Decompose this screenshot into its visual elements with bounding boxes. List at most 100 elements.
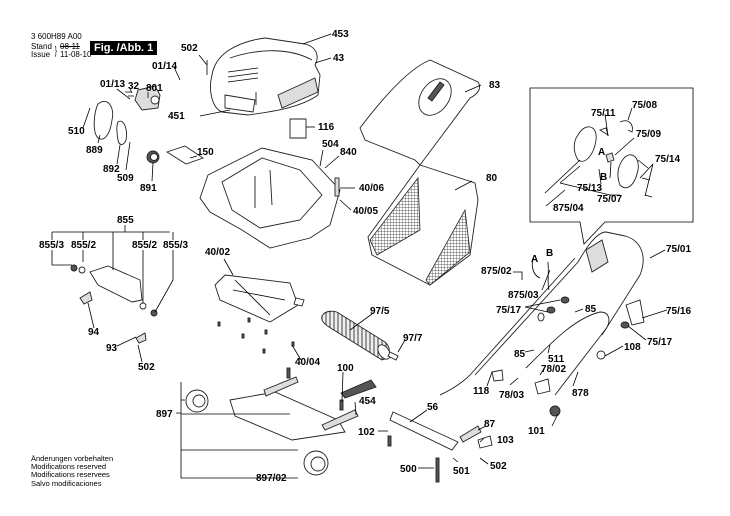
callout: 453 bbox=[332, 29, 349, 40]
footer-notes: Änderungen vorbehalten Modifications res… bbox=[31, 454, 114, 488]
callout: 103 bbox=[497, 435, 514, 446]
axle-part bbox=[387, 411, 493, 483]
leader-lines bbox=[51, 33, 668, 479]
callout: 102 bbox=[358, 427, 375, 438]
callout: 93 bbox=[106, 343, 118, 354]
callout: 502 bbox=[490, 461, 507, 472]
callout: 509 bbox=[117, 173, 134, 184]
callout: 855 bbox=[117, 215, 134, 226]
callout: 75/01 bbox=[666, 244, 691, 255]
callout: 451 bbox=[168, 111, 185, 122]
grassbox-lid-part bbox=[359, 59, 481, 166]
callout: 108 bbox=[624, 342, 641, 353]
callout: 855/2 bbox=[71, 240, 96, 251]
callout: A bbox=[531, 254, 538, 265]
callout: 511 bbox=[548, 354, 565, 365]
callout: 78/02 bbox=[541, 364, 566, 375]
brace-icon: } bbox=[54, 45, 57, 57]
stand-label: Stand bbox=[31, 42, 52, 51]
callout: 502 bbox=[181, 43, 198, 54]
callout: 85 bbox=[514, 349, 526, 360]
callout: 875/04 bbox=[553, 203, 584, 214]
callout: 855/2 bbox=[132, 240, 157, 251]
callout: 100 bbox=[337, 363, 354, 374]
callout: 501 bbox=[453, 466, 470, 477]
callout: 75/08 bbox=[632, 100, 657, 111]
footer-line: Salvo modificaciones bbox=[31, 478, 102, 488]
callout-labels: 502 453 43 01/14 01/13 32 801 451 510 88… bbox=[39, 29, 691, 484]
callout: 897/02 bbox=[256, 473, 287, 484]
roller-97-5-part bbox=[321, 310, 399, 361]
callout: 855/3 bbox=[163, 240, 188, 251]
callout: 875/03 bbox=[508, 290, 539, 301]
callout: 40/04 bbox=[295, 357, 320, 368]
callout: 75/13 bbox=[577, 183, 602, 194]
callout: 40/06 bbox=[359, 183, 384, 194]
issue-label: Issue bbox=[31, 50, 51, 59]
figure-label: Fig. /Abb. 1 bbox=[90, 41, 158, 55]
callout: 892 bbox=[103, 164, 120, 175]
callout: 889 bbox=[86, 145, 103, 156]
rear-roller-part bbox=[214, 274, 305, 323]
callout: 75/16 bbox=[666, 306, 691, 317]
callout: 01/14 bbox=[152, 61, 177, 72]
callout: 94 bbox=[88, 327, 100, 338]
callout: 83 bbox=[489, 80, 501, 91]
callout: 855/3 bbox=[39, 240, 64, 251]
handle-part bbox=[439, 231, 645, 417]
motor-cover-part bbox=[206, 37, 321, 116]
callout: 875/02 bbox=[481, 266, 512, 277]
callout: 75/17 bbox=[496, 305, 521, 316]
filter-150-part bbox=[165, 145, 204, 165]
filter-116-part bbox=[289, 118, 307, 139]
callout: 75/14 bbox=[655, 154, 680, 165]
callout: B bbox=[600, 172, 607, 183]
footer-line: Modifications reserved bbox=[31, 462, 107, 472]
callout: 150 bbox=[197, 147, 214, 158]
callout: 40/02 bbox=[205, 247, 230, 258]
callout: 801 bbox=[146, 83, 163, 94]
callout: 878 bbox=[572, 388, 589, 399]
callout: 32 bbox=[128, 81, 140, 92]
callout: 97/5 bbox=[370, 306, 390, 317]
screws-part bbox=[217, 317, 295, 354]
callout: 80 bbox=[486, 173, 498, 184]
callout: 118 bbox=[473, 386, 490, 397]
callout: 43 bbox=[333, 53, 345, 64]
callout: 510 bbox=[68, 126, 85, 137]
callout: 40/05 bbox=[353, 206, 378, 217]
callout: 891 bbox=[140, 183, 157, 194]
callout: 87 bbox=[484, 419, 496, 430]
callout: 504 bbox=[322, 139, 339, 150]
callout: 78/03 bbox=[499, 390, 524, 401]
callout: 75/07 bbox=[597, 194, 622, 205]
callout: 840 bbox=[340, 147, 357, 158]
callout: 75/17 bbox=[647, 337, 672, 348]
stand-value: 08-11 bbox=[60, 42, 80, 51]
callout: B bbox=[546, 248, 553, 259]
footer-line: Modifications reservees bbox=[31, 470, 110, 480]
grassbox-part bbox=[367, 164, 479, 286]
callout: 97/7 bbox=[403, 333, 423, 344]
switch-inset-box bbox=[529, 87, 694, 245]
chassis-part bbox=[185, 367, 377, 476]
callout: 500 bbox=[400, 464, 417, 475]
footer-line: Änderungen vorbehalten bbox=[31, 454, 114, 463]
motor-part bbox=[93, 85, 161, 164]
callout: A bbox=[598, 147, 605, 158]
callout: 897 bbox=[156, 409, 173, 420]
part-number: 3 600H89 A00 bbox=[31, 32, 82, 41]
callout: 116 bbox=[318, 122, 335, 133]
callout: 101 bbox=[528, 426, 545, 437]
callout: 56 bbox=[427, 402, 439, 413]
callout: 85 bbox=[585, 304, 597, 315]
rear-flap-part bbox=[70, 264, 158, 344]
callout: 75/11 bbox=[591, 108, 616, 119]
callout: 502 bbox=[138, 362, 155, 373]
callout: 454 bbox=[359, 396, 376, 407]
issue-value: 11-08-10 bbox=[60, 50, 92, 59]
mower-housing-part bbox=[199, 147, 341, 249]
callout: 75/09 bbox=[636, 129, 661, 140]
callout: 01/13 bbox=[100, 79, 125, 90]
